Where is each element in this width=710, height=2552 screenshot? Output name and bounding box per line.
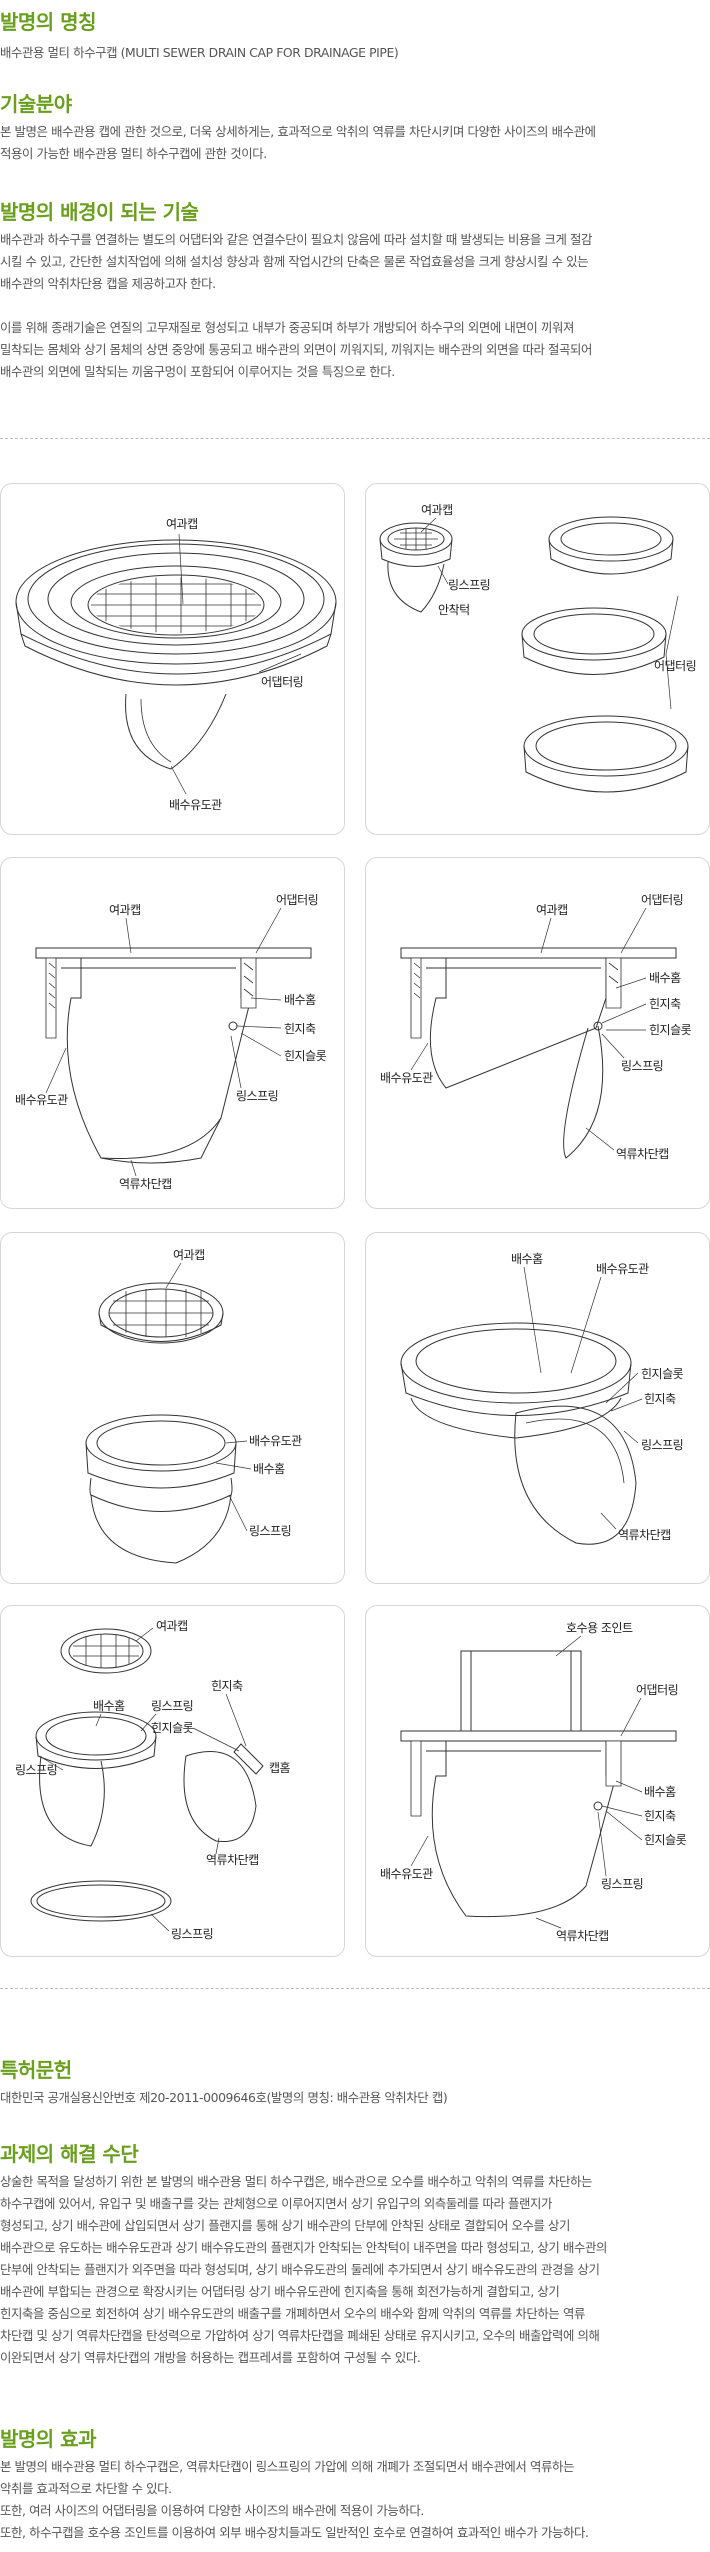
label-backflow-cap: 역류차단캡 [119, 1177, 172, 1191]
section-heading: 발명의 배경이 되는 기술 [0, 200, 199, 224]
background-line: 배수관과 하수구를 연결하는 별도의 어댑터와 같은 연결수단이 필요치 않음에… [0, 232, 593, 247]
label-ring-spring: 링스프링 [15, 1763, 57, 1777]
label-adapter-ring: 어댑터링 [641, 893, 683, 907]
label-hinge-slot: 힌지슬롯 [644, 1833, 687, 1847]
background-section: 발명의 배경이 되는 기술 배수관과 하수구를 연결하는 별도의 어댑터와 같은… [0, 198, 710, 383]
solution-line: 배수관으로 유도하는 배수유도관과 상기 배수유도관의 플랜지가 안착되는 안착… [0, 2240, 607, 2255]
label-drain-groove: 배수홈 [649, 971, 681, 985]
label-ring-spring: 링스프링 [236, 1089, 278, 1103]
label-filter-cap: 여과캡 [536, 903, 568, 917]
label-ring-spring: 링스프링 [601, 1877, 643, 1891]
label-drain-groove: 배수홈 [511, 1252, 543, 1266]
figure-exploded-view: 여과캡 배수유도관 배수홈 링스프링 [0, 1232, 345, 1584]
invention-name: 배수관용 멀티 하수구캡 (MULTI SEWER DRAIN CAP FOR … [0, 45, 399, 60]
label-hinge-slot: 힌지슬롯 [649, 1023, 692, 1037]
solution-line: 상술한 목적을 달성하기 위한 본 발명의 배수관용 멀티 하수구캡은, 배수관… [0, 2174, 593, 2189]
figure-cross-section-2: 여과캡 어댑터링 배수홈 힌지축 힌지슬롯 링스프링 배수유도관 역류차단캡 [365, 857, 710, 1209]
field-line: 본 발명은 배수관용 캡에 관한 것으로, 더욱 상세하게는, 효과적으로 악취… [0, 124, 596, 139]
figure-hose-joint: 호수용 조인트 어댑터링 배수홈 힌지축 힌지슬롯 배수유도관 링스프링 역류차… [365, 1605, 710, 1957]
label-hinge-shaft: 힌지축 [649, 997, 681, 1011]
patent-section: 특허문헌 대한민국 공개실용신안번호 제20-2011-0009646호(발명의… [0, 2056, 710, 2109]
label-adapter-ring: 어댑터링 [636, 1683, 678, 1697]
label-adapter-ring: 어댑터링 [654, 659, 696, 673]
background-line: 배수관의 악취차단용 캡을 제공하고자 한다. [0, 276, 216, 291]
section-heading: 발명의 명칭 [0, 10, 96, 34]
label-adapter-ring: 어댑터링 [261, 675, 303, 689]
divider [0, 438, 710, 439]
label-drain-groove: 배수홈 [253, 1462, 285, 1476]
solution-line: 힌지축을 중심으로 회전하여 상기 배수유도관의 배출구를 개폐하면서 오수의 … [0, 2306, 585, 2321]
label-hinge-shaft: 힌지축 [644, 1392, 676, 1406]
effect-line: 또한, 여러 사이즈의 어댑터링을 이용하여 다양한 사이즈의 배수관에 적용이… [0, 2503, 424, 2518]
section-heading: 과제의 해결 수단 [0, 2142, 139, 2166]
solution-section: 과제의 해결 수단 상술한 목적을 달성하기 위한 본 발명의 배수관용 멀티 … [0, 2140, 710, 2369]
label-filter-cap: 여과캡 [156, 1619, 188, 1633]
label-ring-spring: 링스프링 [621, 1059, 663, 1073]
background-line: 밀착되는 몸체와 상기 몸체의 상면 중앙에 통공되고 배수관의 외면이 끼워지… [0, 342, 593, 357]
solution-line: 이완되면서 상기 역류차단캡의 개방을 허용하는 캡프레셔를 포함하여 구성될 … [0, 2350, 421, 2365]
label-cap-groove: 캡홈 [269, 1761, 291, 1775]
label-hose-joint: 호수용 조인트 [566, 1621, 633, 1635]
section-heading: 기술분야 [0, 92, 72, 116]
label-drain-pipe: 배수유도관 [169, 798, 222, 812]
field-line: 적용이 가능한 배수관용 멀티 하수구캡에 관한 것이다. [0, 146, 267, 161]
figure-adapter-rings: 여과캡 링스프링 안착턱 어댑터링 [365, 483, 710, 835]
effect-line: 본 발명의 배수관용 멀티 하수구캡은, 역류차단캡이 링스프링의 가압에 의해… [0, 2459, 574, 2474]
figure-components: 여과캡 배수홈 링스프링 힌지축 힌지슬롯 캡홈 링스프링 역류차단캡 링스프링 [0, 1605, 345, 1957]
label-backflow-cap: 역류차단캡 [616, 1147, 669, 1161]
label-drain-pipe: 배수유도관 [15, 1093, 68, 1107]
section-heading: 특허문헌 [0, 2058, 72, 2082]
solution-line: 형성되고, 상기 배수관에 삽입되면서 상기 플랜지를 통해 상기 배수관의 단… [0, 2218, 571, 2233]
label-hinge-shaft: 힌지축 [284, 1022, 316, 1036]
solution-line: 배수관에 부합되는 관경으로 확장시키는 어댑터링 상기 배수유도관에 힌지축을… [0, 2284, 560, 2299]
label-ring-spring: 링스프링 [249, 1524, 291, 1538]
effect-section: 발명의 효과 본 발명의 배수관용 멀티 하수구캡은, 역류차단캡이 링스프링의… [0, 2425, 710, 2544]
label-hinge-slot: 힌지슬롯 [641, 1367, 684, 1381]
figure-assembled-cap: 여과캡 어댑터링 배수유도관 [0, 483, 345, 835]
figure-open-cap: 배수홈 배수유도관 힌지슬롯 힌지축 링스프링 역류차단캡 [365, 1232, 710, 1584]
label-drain-groove: 배수홈 [93, 1699, 125, 1713]
solution-line: 단부에 안착되는 플랜지가 외주면을 따라 형성되며, 상기 배수유도관의 둘레… [0, 2262, 600, 2277]
label-adapter-ring: 어댑터링 [276, 893, 318, 907]
label-drain-pipe: 배수유도관 [596, 1262, 649, 1276]
label-drain-pipe: 배수유도관 [380, 1071, 433, 1085]
effect-line: 또한, 하수구캡을 호수용 조인트를 이용하여 외부 배수장치들과도 일반적인 … [0, 2525, 589, 2540]
background-line: 배수관의 외면에 밀착되는 끼움구멍이 포함되어 이루어지는 것을 특징으로 한… [0, 364, 395, 379]
effect-line: 악취를 효과적으로 차단할 수 있다. [0, 2481, 172, 2496]
label-ring-spring: 링스프링 [641, 1438, 683, 1452]
label-hinge-shaft: 힌지축 [644, 1809, 676, 1823]
field-section: 기술분야 본 발명은 배수관용 캡에 관한 것으로, 더욱 상세하게는, 효과적… [0, 90, 710, 165]
label-drain-pipe: 배수유도관 [380, 1867, 433, 1881]
background-line: 이를 위해 종래기술은 연질의 고무재질로 형성되고 내부가 중공되며 하부가 … [0, 320, 574, 335]
label-drain-groove: 배수홈 [284, 993, 316, 1007]
label-backflow-cap: 역류차단캡 [618, 1528, 671, 1542]
solution-line: 차단캡 및 상기 역류차단캡을 탄성력으로 가압하여 상기 역류차단캡을 폐쇄된… [0, 2328, 600, 2343]
label-filter-cap: 여과캡 [109, 903, 141, 917]
background-line: 시킬 수 있고, 간단한 설치작업에 의해 설치성 향상과 함께 작업시간의 단… [0, 254, 589, 269]
title-section: 발명의 명칭 배수관용 멀티 하수구캡 (MULTI SEWER DRAIN C… [0, 8, 710, 64]
label-backflow-cap: 역류차단캡 [556, 1929, 609, 1943]
solution-line: 하수구캡에 있어서, 유입구 및 배출구를 갖는 관체형으로 이루어지면서 상기… [0, 2196, 552, 2211]
divider [0, 1988, 710, 1989]
label-filter-cap: 여과캡 [421, 503, 453, 517]
label-seat: 안착턱 [438, 603, 470, 617]
label-hinge-slot: 힌지슬롯 [284, 1049, 327, 1063]
label-drain-groove: 배수홈 [644, 1785, 676, 1799]
label-drain-pipe: 배수유도관 [249, 1434, 302, 1448]
label-hinge-slot: 힌지슬롯 [151, 1721, 194, 1735]
label-filter-cap: 여과캡 [173, 1248, 205, 1262]
patent-reference: 대한민국 공개실용신안번호 제20-2011-0009646호(발명의 명칭: … [0, 2090, 448, 2105]
label-ring-spring: 링스프링 [151, 1699, 193, 1713]
label-hinge-shaft: 힌지축 [211, 1679, 243, 1693]
figure-cross-section-1: 여과캡 어댑터링 배수홈 힌지축 힌지슬롯 링스프링 배수유도관 역류차단캡 [0, 857, 345, 1209]
section-heading: 발명의 효과 [0, 2427, 96, 2451]
label-ring-spring: 링스프링 [448, 578, 490, 592]
label-filter-cap: 여과캡 [166, 517, 198, 531]
label-backflow-cap: 역류차단캡 [206, 1853, 259, 1867]
label-ring-spring: 링스프링 [171, 1927, 213, 1941]
